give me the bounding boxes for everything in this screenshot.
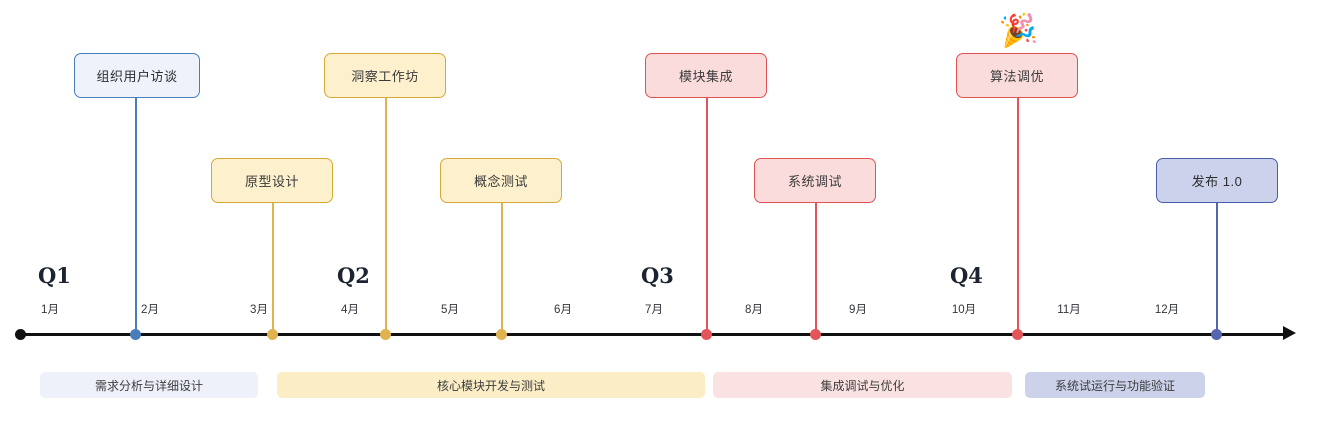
axis-start-dot (15, 329, 26, 340)
phase-bar-integration-debugging[interactable]: 集成调试与优化 (713, 372, 1012, 398)
axis-dot-5[interactable] (496, 329, 507, 340)
milestone-card-algorithm-tuning[interactable]: 算法调优 (956, 53, 1078, 98)
axis-dot-8[interactable] (810, 329, 821, 340)
month-label-4: 4月 (341, 304, 359, 316)
milestone-card-organize-user-interviews[interactable]: 组织用户访谈 (74, 53, 200, 98)
connector-line-prototype-design (272, 203, 274, 336)
timeline-axis (18, 333, 1290, 336)
milestone-label: 原型设计 (244, 174, 299, 189)
phase-label: 核心模块开发与测试 (436, 378, 545, 393)
connector-line-release-1-0 (1216, 203, 1218, 336)
month-label-9: 9月 (849, 304, 867, 316)
milestone-label: 系统调试 (787, 174, 842, 189)
milestone-card-release-1-0[interactable]: 发布 1.0 (1156, 158, 1278, 203)
phase-bar-core-module-development[interactable]: 核心模块开发与测试 (277, 372, 705, 398)
milestone-label: 模块集成 (678, 69, 733, 84)
month-label-11: 11月 (1057, 304, 1081, 316)
month-label-10: 10月 (951, 304, 977, 316)
quarter-label-q2: Q2 (337, 263, 370, 288)
axis-dot-4[interactable] (380, 329, 391, 340)
quarter-label-q3: Q3 (641, 263, 674, 288)
month-label-6: 6月 (554, 304, 572, 316)
axis-dot-10[interactable] (1012, 329, 1023, 340)
milestone-label: 组织用户访谈 (96, 69, 178, 84)
connector-line-module-integration (706, 98, 708, 336)
axis-dot-7[interactable] (701, 329, 712, 340)
phase-bar-system-trial-run[interactable]: 系统试运行与功能验证 (1025, 372, 1205, 398)
milestone-label: 洞察工作坊 (351, 69, 419, 84)
axis-dot-12[interactable] (1211, 329, 1222, 340)
connector-line-organize-user-interviews (135, 98, 137, 336)
connector-line-insight-workshop (385, 98, 387, 336)
axis-arrow-icon (1283, 326, 1296, 340)
axis-dot-3[interactable] (267, 329, 278, 340)
connector-line-system-debugging (815, 203, 817, 336)
month-label-3: 3月 (250, 304, 268, 316)
month-label-12: 12月 (1154, 304, 1180, 316)
milestone-card-concept-testing[interactable]: 概念测试 (440, 158, 562, 203)
month-label-7: 7月 (645, 304, 663, 316)
party-popper-icon: 🎉 (997, 11, 1040, 50)
month-label-1: 1月 (41, 304, 59, 316)
connector-line-algorithm-tuning (1017, 98, 1019, 336)
milestone-card-module-integration[interactable]: 模块集成 (645, 53, 767, 98)
phase-label: 需求分析与详细设计 (94, 378, 203, 393)
axis-dot-2[interactable] (130, 329, 141, 340)
milestone-card-prototype-design[interactable]: 原型设计 (211, 158, 333, 203)
month-label-2: 2月 (141, 304, 159, 316)
milestone-label: 概念测试 (473, 174, 528, 189)
milestone-label: 发布 1.0 (1191, 174, 1243, 189)
month-label-8: 8月 (745, 304, 763, 316)
quarter-label-q1: Q1 (38, 263, 71, 288)
connector-line-concept-testing (501, 203, 503, 336)
phase-bar-requirements-analysis[interactable]: 需求分析与详细设计 (40, 372, 258, 398)
phase-label: 系统试运行与功能验证 (1054, 378, 1175, 393)
milestone-card-insight-workshop[interactable]: 洞察工作坊 (324, 53, 446, 98)
milestone-label: 算法调优 (989, 69, 1044, 84)
phase-label: 集成调试与优化 (820, 378, 905, 393)
milestone-card-system-debugging[interactable]: 系统调试 (754, 158, 876, 203)
quarter-label-q4: Q4 (950, 263, 983, 288)
month-label-5: 5月 (441, 304, 459, 316)
